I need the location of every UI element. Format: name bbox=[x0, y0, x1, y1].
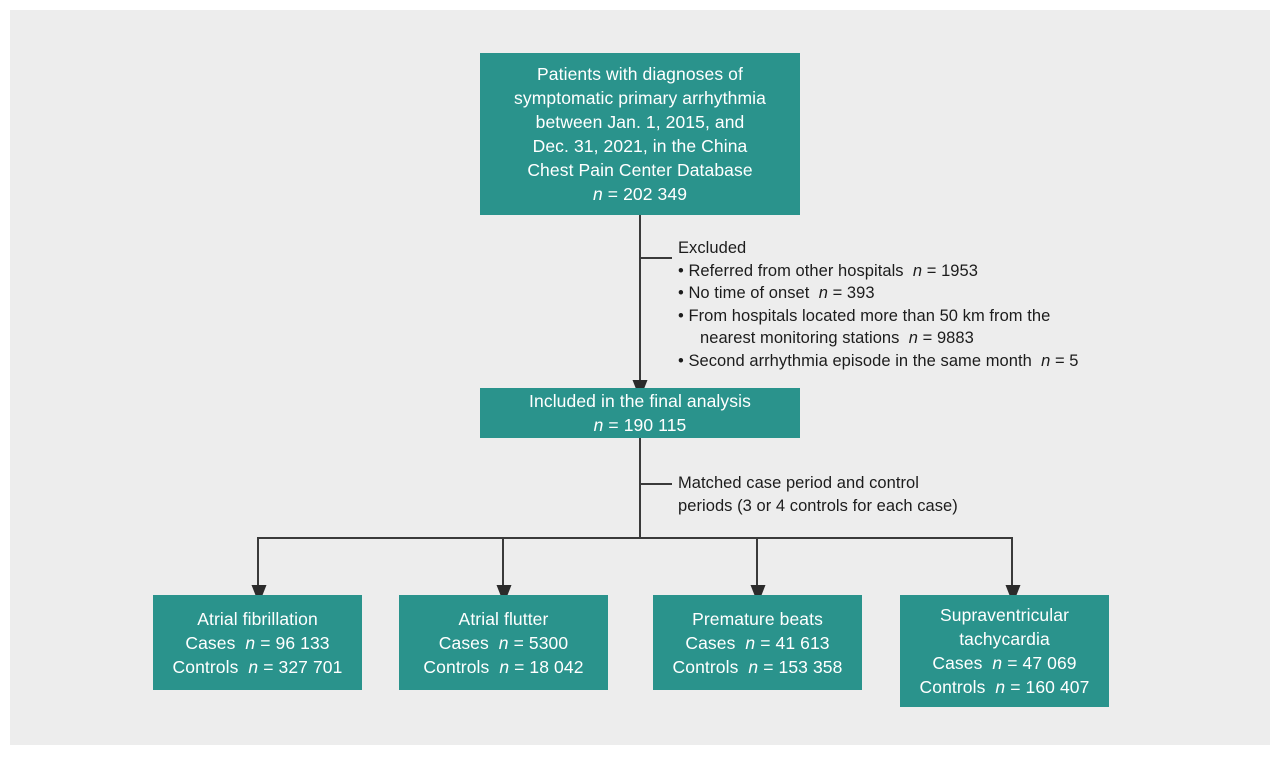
outcome-1-title: Atrial fibrillation bbox=[197, 608, 318, 629]
matching-line-1: Matched case period and control bbox=[678, 474, 919, 492]
outcome-2-cases-value: = 5300 bbox=[513, 632, 569, 653]
arrowhead-outcome-4 bbox=[1005, 585, 1021, 604]
excluded-item-4-n-value: = 5 bbox=[1054, 351, 1079, 370]
node-source-cohort: Patients with diagnoses of symptomatic p… bbox=[480, 53, 800, 215]
connector-drop-4 bbox=[1011, 537, 1013, 589]
outcome-1-controls-n-symbol: n bbox=[248, 656, 259, 677]
connector-excluded-stub bbox=[640, 257, 672, 259]
outcome-4-cases-label: Cases bbox=[932, 653, 983, 673]
connector-branch-bus bbox=[257, 537, 1013, 539]
excluded-item-3-n-symbol: n bbox=[908, 329, 918, 347]
outcome-4-cases: Cases n = 47 069 bbox=[932, 651, 1076, 675]
arrowhead-outcome-2 bbox=[496, 585, 512, 604]
node-outcome-atrial-fibrillation: Atrial fibrillation Cases n = 96 133 Con… bbox=[153, 595, 362, 690]
excluded-item-3-cont: nearest monitoring stations n = 9883 bbox=[689, 327, 1098, 350]
outcome-2-cases-label: Cases bbox=[438, 632, 489, 653]
matching-line-2: periods (3 or 4 controls for each case) bbox=[678, 496, 958, 515]
outcome-2-cases: Cases n = 5300 bbox=[439, 631, 568, 655]
outcome-4-title-1: Supraventricular bbox=[939, 605, 1070, 625]
excluded-item-2: • No time of onset n = 393 bbox=[678, 284, 875, 302]
outcome-1-cases: Cases n = 96 133 bbox=[185, 631, 329, 655]
excluded-item-1-n-value: = 1953 bbox=[926, 261, 978, 280]
node-included-final-analysis: Included in the final analysis n = 190 1… bbox=[480, 388, 800, 438]
outcome-3-controls-label: Controls bbox=[672, 656, 739, 677]
annotation-matching: Matched case period and control periods … bbox=[678, 472, 1078, 517]
outcome-3-controls-value: = 153 358 bbox=[763, 656, 843, 677]
excluded-item-2-n-value: = 393 bbox=[832, 284, 875, 302]
excluded-item-4: • Second arrhythmia episode in the same … bbox=[678, 351, 1079, 370]
outcome-4-cases-n-symbol: n bbox=[992, 653, 1003, 673]
node-outcome-atrial-flutter: Atrial flutter Cases n = 5300 Controls n… bbox=[399, 595, 608, 690]
outcome-4-controls-label: Controls bbox=[919, 677, 986, 697]
outcome-1-cases-value: = 96 133 bbox=[260, 632, 330, 653]
outcome-1-controls-value: = 327 701 bbox=[263, 656, 343, 677]
source-line-5: Chest Pain Center Database bbox=[527, 160, 753, 180]
outcome-3-title: Premature beats bbox=[692, 608, 823, 629]
source-n-value: = 202 349 bbox=[607, 184, 688, 204]
outcome-3-cases: Cases n = 41 613 bbox=[685, 631, 829, 655]
included-count: n = 190 115 bbox=[594, 413, 687, 437]
outcome-2-title: Atrial flutter bbox=[458, 608, 549, 629]
node-outcome-supraventricular-tachycardia: Supraventricular tachycardia Cases n = 4… bbox=[900, 595, 1109, 707]
outcome-2-controls-n-symbol: n bbox=[499, 656, 510, 677]
included-title: Included in the final analysis bbox=[529, 391, 751, 411]
arrowhead-outcome-3 bbox=[750, 585, 766, 604]
outcome-1-controls-label: Controls bbox=[172, 656, 239, 677]
outcome-3-cases-label: Cases bbox=[685, 632, 736, 653]
source-line-3: between Jan. 1, 2015, and bbox=[535, 112, 745, 132]
outcome-4-controls-n-symbol: n bbox=[995, 677, 1006, 697]
outcome-3-cases-value: = 41 613 bbox=[760, 632, 830, 653]
node-outcome-premature-beats: Premature beats Cases n = 41 613 Control… bbox=[653, 595, 862, 690]
excluded-item-2-text: No time of onset bbox=[688, 284, 810, 302]
connector-drop-2 bbox=[502, 537, 504, 589]
outcome-4-title-2: tachycardia bbox=[959, 629, 1050, 649]
outcome-4-controls: Controls n = 160 407 bbox=[920, 675, 1090, 699]
outcome-2-controls-label: Controls bbox=[423, 656, 490, 677]
outcome-4-controls-value: = 160 407 bbox=[1010, 677, 1090, 697]
outcome-2-controls-value: = 18 042 bbox=[514, 656, 584, 677]
excluded-item-4-text: Second arrhythmia episode in the same mo… bbox=[688, 351, 1032, 370]
source-line-1: Patients with diagnoses of bbox=[537, 64, 743, 84]
excluded-list: • Referred from other hospitals n = 1953… bbox=[678, 260, 1098, 373]
excluded-item-3: • From hospitals located more than 50 km… bbox=[678, 305, 1098, 350]
excluded-item-3-text2: nearest monitoring stations bbox=[700, 329, 900, 347]
outcome-2-controls: Controls n = 18 042 bbox=[423, 655, 583, 679]
connector-drop-1 bbox=[257, 537, 259, 589]
outcome-1-controls: Controls n = 327 701 bbox=[173, 655, 343, 679]
excluded-heading: Excluded bbox=[678, 239, 747, 257]
included-n-symbol: n bbox=[593, 415, 604, 435]
outcome-3-controls: Controls n = 153 358 bbox=[673, 655, 843, 679]
source-n-symbol: n bbox=[592, 184, 603, 204]
excluded-item-1-text: Referred from other hospitals bbox=[688, 261, 904, 280]
outcome-4-cases-value: = 47 069 bbox=[1007, 653, 1077, 673]
connector-drop-3 bbox=[756, 537, 758, 589]
excluded-item-4-n-symbol: n bbox=[1041, 351, 1051, 370]
source-count: n = 202 349 bbox=[593, 182, 687, 206]
connector-matching-stub bbox=[640, 483, 672, 485]
excluded-item-3-text: From hospitals located more than 50 km f… bbox=[688, 306, 1051, 325]
excluded-item-3-n-value: = 9883 bbox=[922, 329, 974, 347]
outcome-3-controls-n-symbol: n bbox=[748, 656, 759, 677]
flowchart-canvas: Patients with diagnoses of symptomatic p… bbox=[10, 10, 1270, 745]
outcome-3-cases-n-symbol: n bbox=[745, 632, 756, 653]
excluded-item-1-n-symbol: n bbox=[912, 261, 923, 280]
source-line-4: Dec. 31, 2021, in the China bbox=[532, 136, 748, 156]
annotation-excluded: Excluded • Referred from other hospitals… bbox=[678, 237, 1098, 372]
arrowhead-outcome-1 bbox=[251, 585, 267, 604]
outcome-1-cases-label: Cases bbox=[185, 632, 236, 653]
outcome-1-cases-n-symbol: n bbox=[245, 632, 256, 653]
outcome-2-cases-n-symbol: n bbox=[498, 632, 509, 653]
included-n-value: = 190 115 bbox=[608, 415, 687, 435]
excluded-item-1: • Referred from other hospitals n = 1953 bbox=[678, 261, 978, 280]
source-line-2: symptomatic primary arrhythmia bbox=[514, 88, 766, 108]
connector-source-to-included bbox=[639, 215, 641, 383]
connector-included-to-bus bbox=[639, 438, 641, 537]
excluded-item-2-n-symbol: n bbox=[818, 284, 828, 302]
